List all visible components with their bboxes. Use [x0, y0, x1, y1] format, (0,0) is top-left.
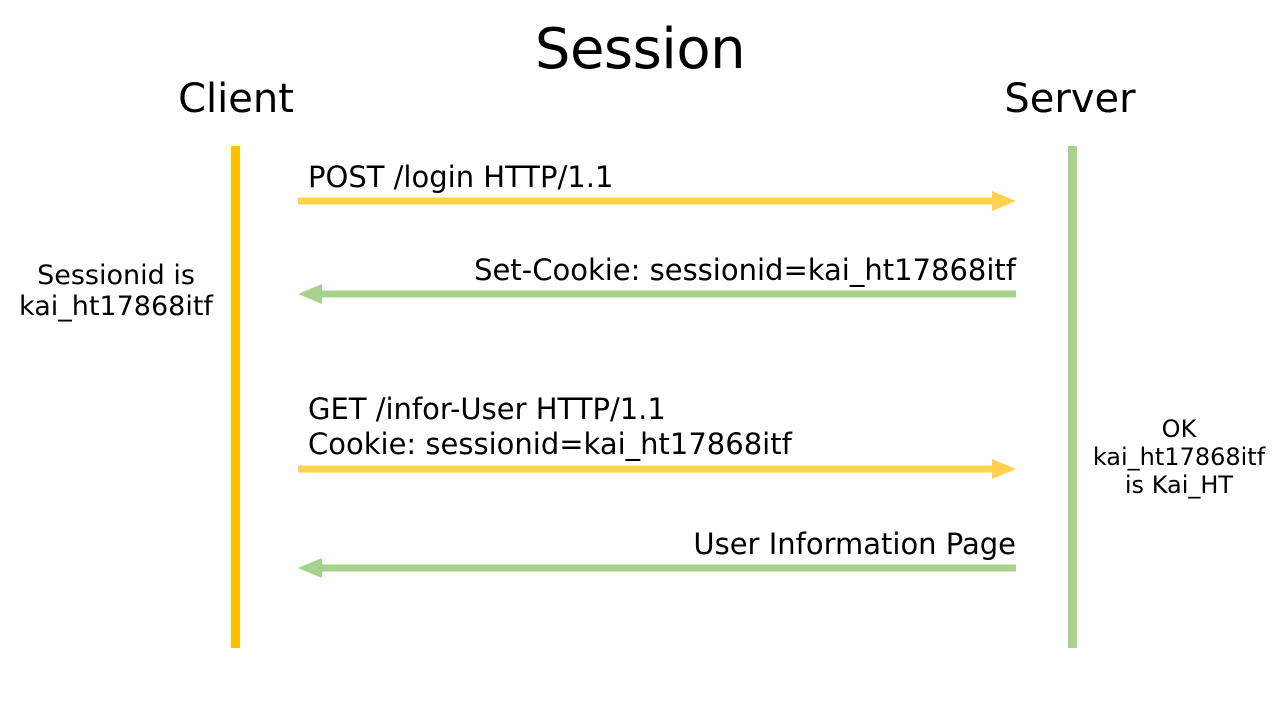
diagram-title: Session	[534, 17, 746, 82]
message-label-get-infor-user-line1: GET /infor-User HTTP/1.1	[308, 392, 666, 426]
message-arrow-user-information-page	[298, 557, 1016, 579]
message-label-set-cookie: Set-Cookie: sessionid=kai_ht17868itf	[474, 253, 1016, 287]
message-label-get-infor-user-line2: Cookie: sessionid=kai_ht17868itf	[308, 427, 792, 461]
lifeline-server	[1068, 146, 1077, 648]
actor-label-client: Client	[178, 76, 294, 122]
note-client-sessionid: Sessionid is kai_ht17868itf	[19, 260, 213, 323]
message-arrow-set-cookie	[298, 283, 1016, 305]
note-server-ok: OK kai_ht17868itf is Kai_HT	[1092, 415, 1266, 499]
lifeline-client	[231, 146, 240, 648]
message-label-user-information-page: User Information Page	[693, 527, 1016, 561]
actor-label-server: Server	[1004, 76, 1136, 122]
message-label-post-login: POST /login HTTP/1.1	[308, 160, 614, 194]
message-arrow-get-infor-user	[298, 458, 1016, 480]
message-arrow-post-login	[298, 190, 1016, 212]
